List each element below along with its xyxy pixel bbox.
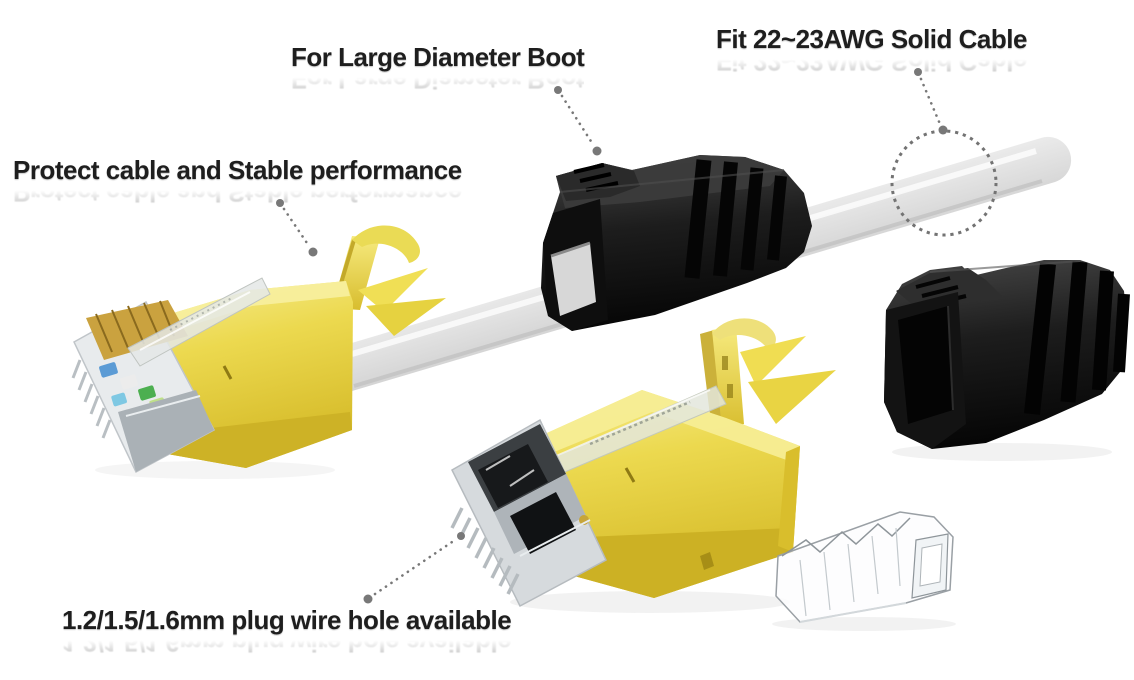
annotation-protect-reflection: Protect cable and Stable performance: [13, 177, 462, 208]
annotation-large-boot-reflection: For Large Diameter Boot: [291, 64, 585, 95]
leader-protect: [276, 199, 318, 257]
annotation-large-boot-text: For Large Diameter Boot: [291, 42, 585, 72]
annotation-wire-hole-reflection: 1.2/1.5/1.6mm plug wire hole available: [62, 627, 512, 658]
plug-pin-teeth-left: [71, 359, 112, 439]
annotation-protect-text: Protect cable and Stable performance: [13, 155, 462, 185]
annotation-solid-cable: Fit 22~23AWG Solid Cable Fit 22~23AWG So…: [716, 24, 1027, 77]
annotation-wire-hole: 1.2/1.5/1.6mm plug wire hole available 1…: [62, 605, 512, 658]
plug-latch-middle: [547, 385, 727, 475]
spare-boot: [884, 260, 1130, 449]
rj45-plug-middle: [450, 385, 800, 608]
leader-wire-hole: [363, 532, 465, 604]
plug-latch-left: [127, 277, 271, 367]
plug-pin-teeth-middle: [450, 507, 520, 595]
spare-boot-ribs: [1024, 261, 1130, 415]
leader-lines: [276, 68, 948, 604]
cable-boot-ribs: [684, 159, 787, 279]
strain-clip-left: [332, 225, 446, 336]
plug-front-left: [71, 300, 216, 474]
plug-front-middle: [450, 418, 607, 608]
leader-solid-cable: [914, 68, 948, 135]
annotation-protect: Protect cable and Stable performance Pro…: [13, 155, 462, 208]
leader-large-boot: [554, 86, 602, 156]
annotation-solid-cable-reflection: Fit 22~23AWG Solid Cable: [716, 46, 1027, 77]
annotation-wire-hole-text: 1.2/1.5/1.6mm plug wire hole available: [62, 605, 512, 635]
rj45-plug-left: [71, 277, 353, 474]
load-bar-insert: [775, 511, 954, 623]
soft-shadows: [95, 443, 1112, 631]
annotation-solid-cable-text: Fit 22~23AWG Solid Cable: [716, 24, 1027, 54]
annotation-large-boot: For Large Diameter Boot For Large Diamet…: [291, 42, 585, 95]
awg-highlight-circle: [890, 129, 998, 237]
cable-boot: [541, 155, 812, 331]
